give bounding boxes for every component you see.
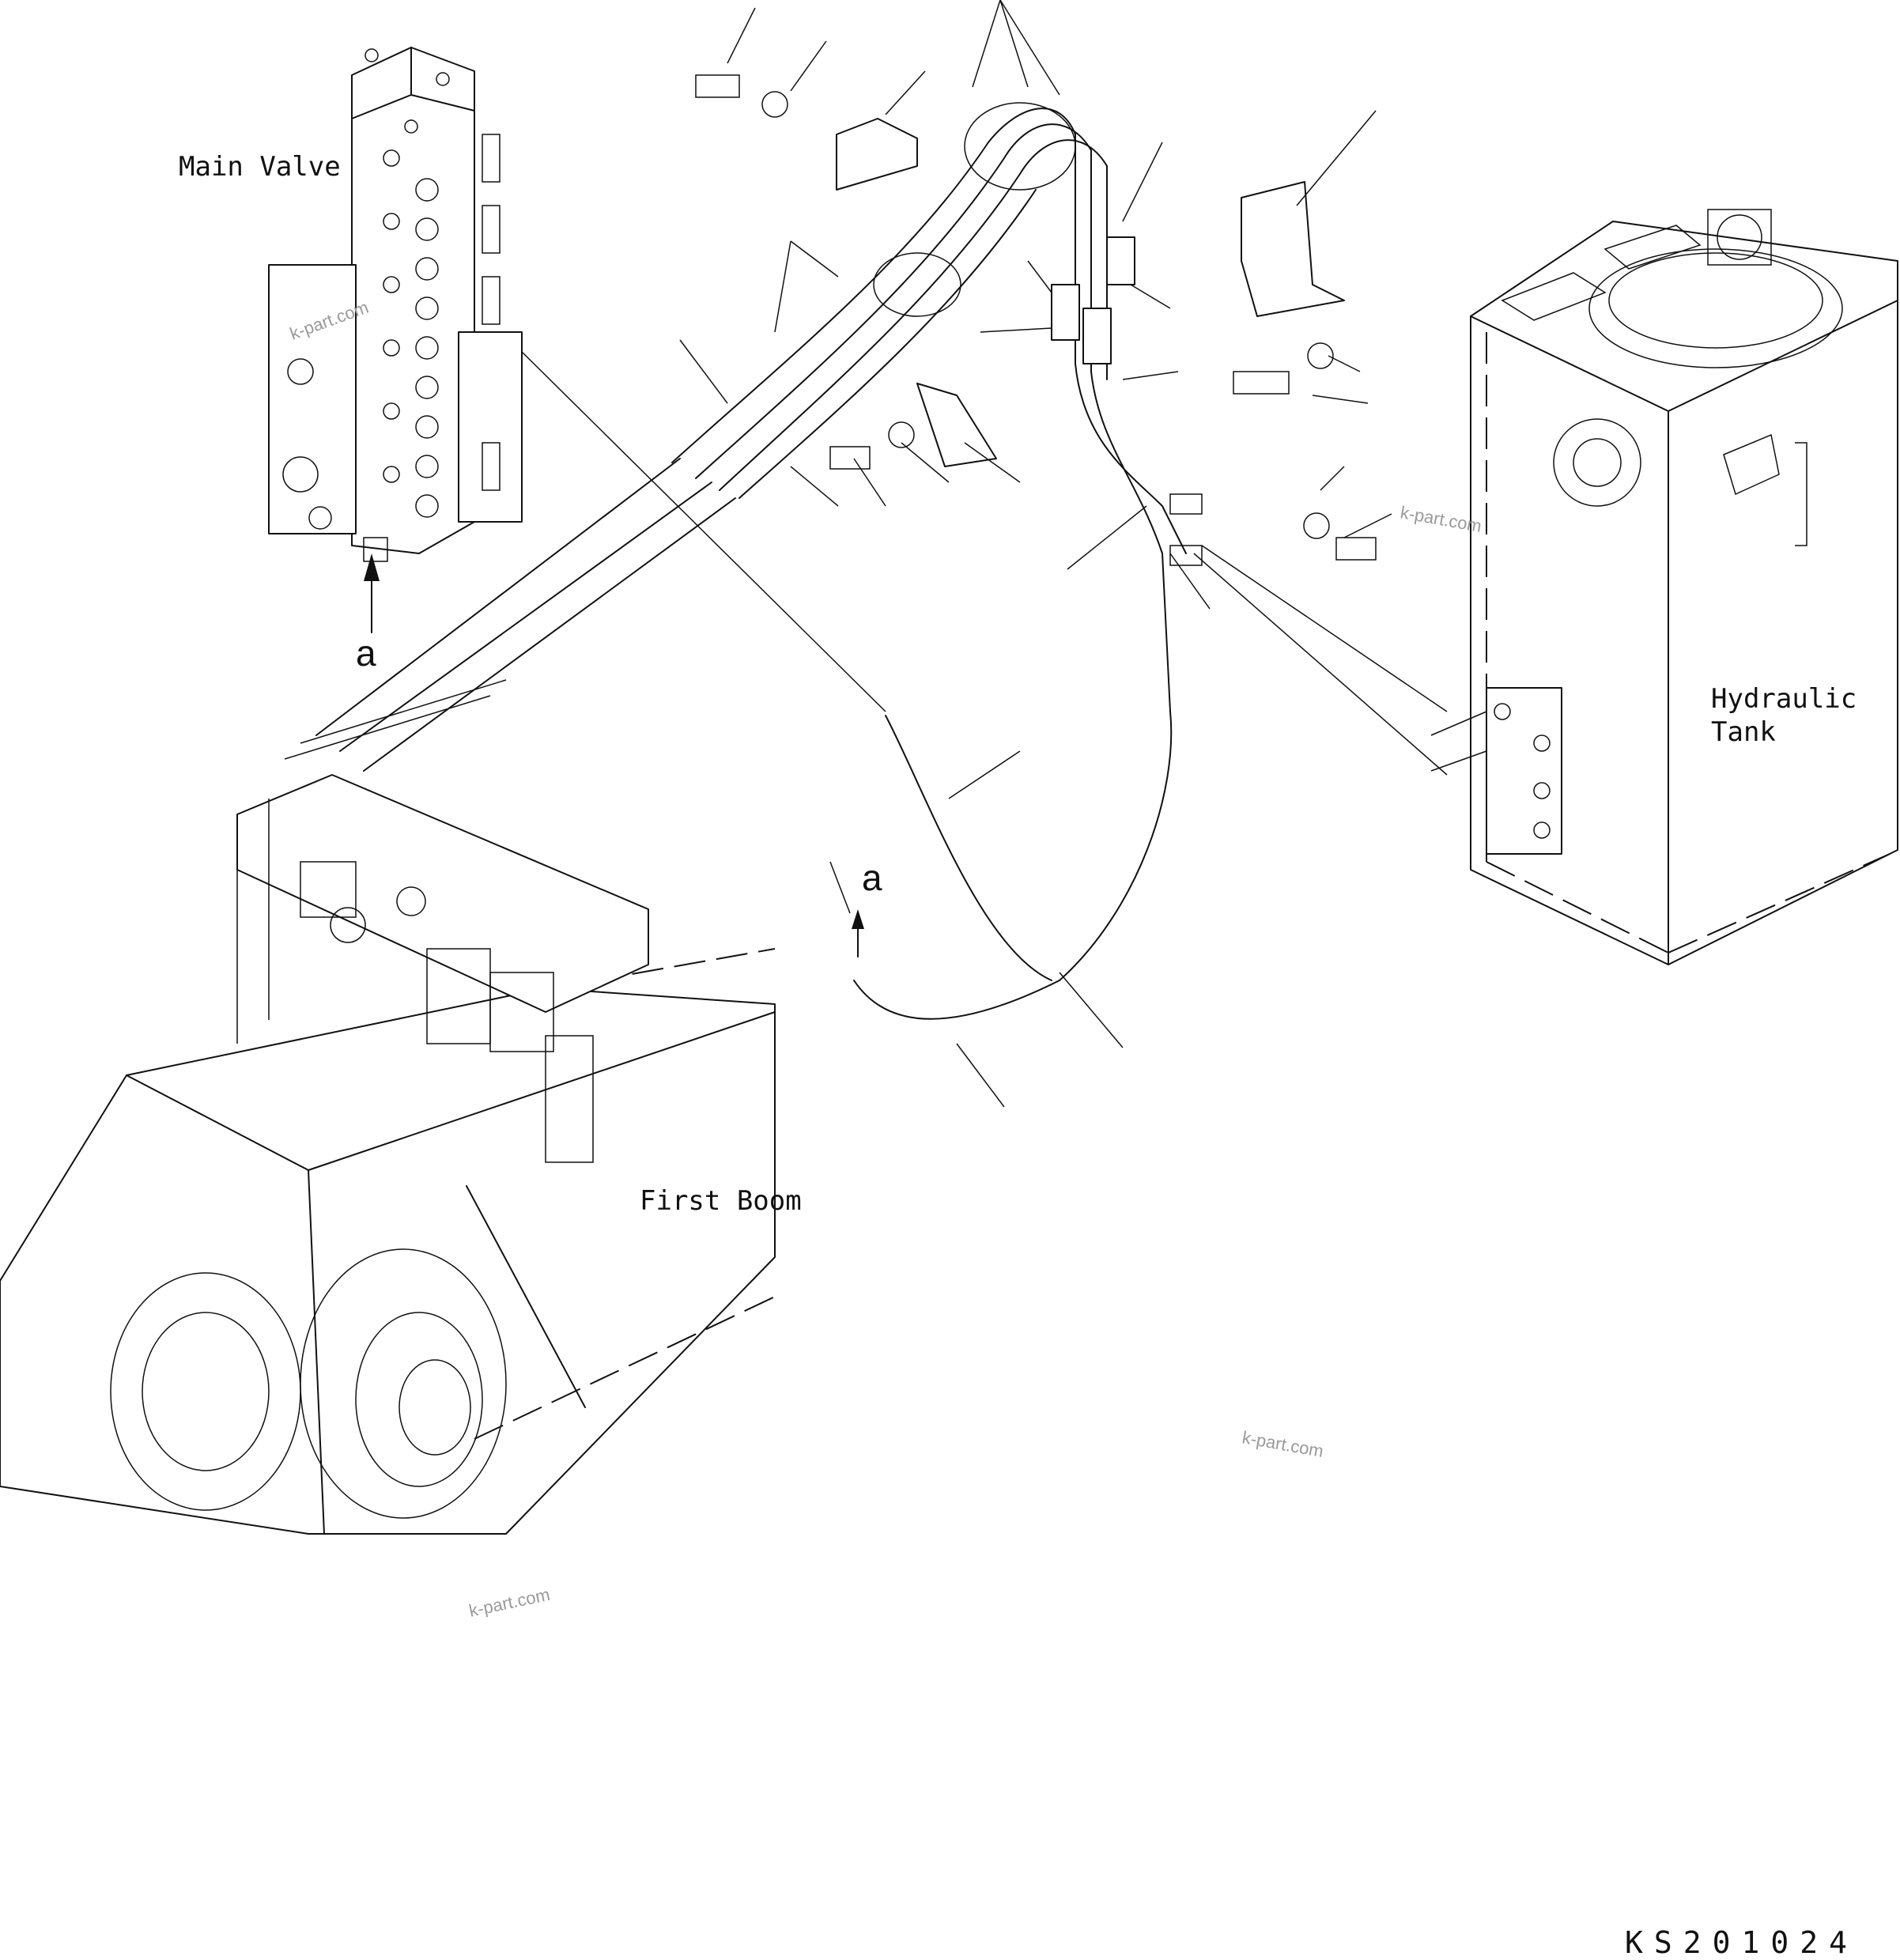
hydraulic-tank-label-line2: Tank [1711, 716, 1776, 748]
first-boom-drawing [0, 458, 776, 1535]
watermark: k-part.com [1241, 1427, 1325, 1461]
first-boom-label: First Boom [640, 1185, 802, 1217]
hose-bundle [671, 74, 1377, 1020]
leader-lines [521, 0, 1487, 1108]
drawing-code: KS201024 [1625, 1925, 1858, 1960]
connection-a-label-mid: a [862, 857, 882, 898]
arrow-a-mid [852, 909, 864, 957]
watermark: k-part.com [467, 1584, 552, 1621]
connection-a-label-top: a [356, 633, 376, 674]
main-valve-drawing [268, 47, 523, 633]
main-valve-label: Main Valve [179, 151, 341, 183]
hydraulic-tank-label-line1: Hydraulic [1711, 683, 1857, 715]
hydraulic-tank-drawing [1470, 209, 1898, 965]
